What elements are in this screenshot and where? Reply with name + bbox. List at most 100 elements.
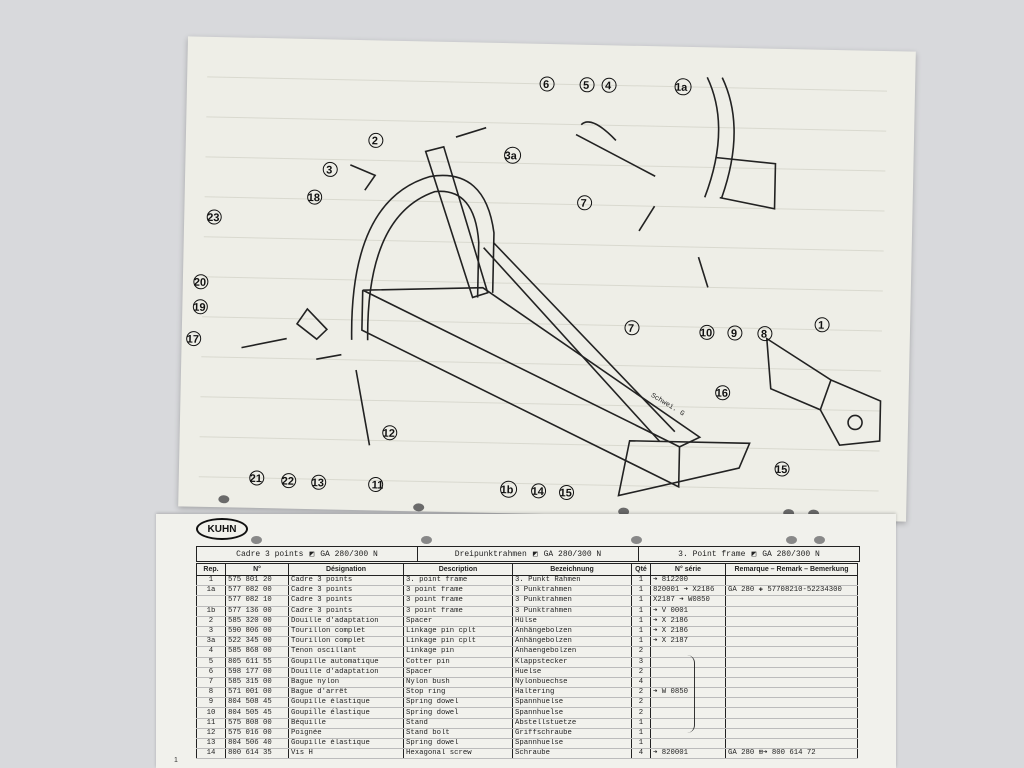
callout-13: 13 (311, 474, 327, 490)
callout-4: 4 (601, 77, 617, 93)
callout-1a: 1a (674, 78, 692, 96)
cell-rep: 1 (196, 575, 226, 587)
cell-designation: Tenon oscillant (288, 646, 404, 658)
cell-description: Stop ring (403, 687, 513, 699)
svg-text:14: 14 (531, 486, 544, 498)
cell-rep: 9 (196, 697, 226, 709)
cell-remark (725, 707, 858, 719)
callout-12: 12 (382, 425, 398, 441)
cell-designation: Tourillon complet (288, 626, 404, 638)
cell-description: 3. point frame (403, 575, 513, 587)
callout-9: 9 (727, 325, 743, 341)
model-icon: ◩ (309, 550, 315, 559)
callout-16: 16 (715, 385, 731, 401)
svg-text:1: 1 (818, 320, 824, 332)
cell-designation: Douille d'adaptation (288, 616, 404, 627)
callout-7-bottom: 7 (624, 320, 640, 336)
cell-serial: X2187 ➜ W0850 (650, 595, 726, 607)
cell-rep: 5 (196, 657, 226, 668)
cell-qty: 1 (631, 616, 651, 627)
exploded-diagram: Schwei. G 6 5 4 1a 2 3 3a 18 23 7 20 19 … (186, 76, 888, 500)
cell-number: 598 177 00 (225, 667, 289, 678)
cell-bezeichnung: 3. Punkt Rahmen (512, 575, 632, 587)
svg-text:21: 21 (250, 473, 262, 485)
cell-number: 577 136 00 (225, 606, 289, 617)
cell-qty: 4 (631, 748, 651, 760)
svg-text:20: 20 (194, 277, 206, 289)
svg-text:19: 19 (193, 302, 205, 314)
callout-14: 14 (531, 483, 547, 499)
callout-19: 19 (192, 299, 208, 315)
callout-11: 11 (368, 476, 383, 492)
cell-bezeichnung: 3 Punktrahmen (512, 585, 632, 597)
cell-designation: Bague nylon (288, 677, 404, 689)
parts-table: Rep. N° Désignation Description Bezeichn… (196, 563, 858, 760)
cell-bezeichnung: Spannhuelse (512, 707, 632, 719)
cell-description: Linkage pin (403, 646, 513, 658)
cell-designation: Cadre 3 points (288, 606, 404, 617)
cell-qty: 1 (631, 626, 651, 638)
model-icon: ◩ (532, 550, 538, 559)
cell-description: Spring dowel (403, 707, 513, 719)
cell-description: Cotter pin (403, 657, 513, 668)
cell-description: 3 point frame (403, 595, 513, 607)
cell-bezeichnung: Hülse (512, 616, 632, 627)
cell-rep: 13 (196, 738, 226, 750)
cell-rep: 10 (196, 707, 226, 719)
header-de: Dreipunktrahmen ◩ GA 280/300 N (418, 547, 639, 561)
cell-rep: 14 (196, 748, 226, 760)
cell-number: 585 315 00 (225, 677, 289, 689)
cell-serial: 820001 ➜ X2186 (650, 585, 726, 597)
cell-bezeichnung: 3 Punktrahmen (512, 595, 632, 607)
cell-designation: Goupille élastique (288, 707, 404, 719)
cell-description: 3 point frame (403, 585, 513, 597)
cell-rep: 4 (196, 646, 226, 658)
callout-18: 18 (307, 189, 323, 205)
cell-bezeichnung: Anhängebolzen (512, 626, 632, 638)
cell-serial: ➜ V 0001 (650, 606, 726, 617)
cell-description: Spacer (403, 616, 513, 627)
cell-qty: 3 (631, 657, 651, 668)
cell-rep: 3a (196, 636, 226, 648)
header-en: 3. Point frame ◩ GA 280/300 N (639, 547, 859, 561)
cell-remark (725, 697, 858, 709)
cell-qty: 1 (631, 636, 651, 648)
cell-remark (725, 728, 858, 740)
frame-drawing (241, 76, 882, 497)
cell-qty: 1 (631, 595, 651, 607)
cell-bezeichnung: Anhängebolzen (512, 636, 632, 648)
svg-text:10: 10 (700, 327, 712, 339)
svg-text:7: 7 (580, 198, 586, 210)
svg-text:4: 4 (605, 80, 612, 92)
cell-serial: ➜ 812200 (650, 575, 726, 587)
svg-text:17: 17 (187, 333, 199, 345)
cell-designation: Goupille automatique (288, 657, 404, 668)
cell-remark (725, 616, 858, 627)
cell-number: 590 806 00 (225, 626, 289, 638)
cell-rep: 8 (196, 687, 226, 699)
cell-designation: Tourillon complet (288, 636, 404, 648)
cell-rep: 1b (196, 606, 226, 617)
cell-description: Spring dowel (403, 738, 513, 750)
cell-rep: 12 (196, 728, 226, 740)
cell-qty: 4 (631, 677, 651, 689)
cell-remark (725, 646, 858, 658)
cell-serial: ➜ 820001 (650, 748, 726, 760)
svg-text:7: 7 (628, 323, 634, 335)
punch-hole (251, 536, 262, 544)
cell-number: 571 001 00 (225, 687, 289, 699)
cell-rep (196, 595, 226, 607)
punch-hole (786, 536, 797, 544)
svg-text:12: 12 (383, 428, 395, 440)
callouts: 6 5 4 1a 2 3 3a 18 23 7 20 19 17 7 10 9 … (186, 76, 830, 500)
cell-designation: Vis H (288, 748, 404, 760)
parts-list-page: KUHN Cadre 3 points ◩ GA 280/300 N Dreip… (156, 514, 896, 768)
col-designation: Désignation (288, 563, 404, 576)
